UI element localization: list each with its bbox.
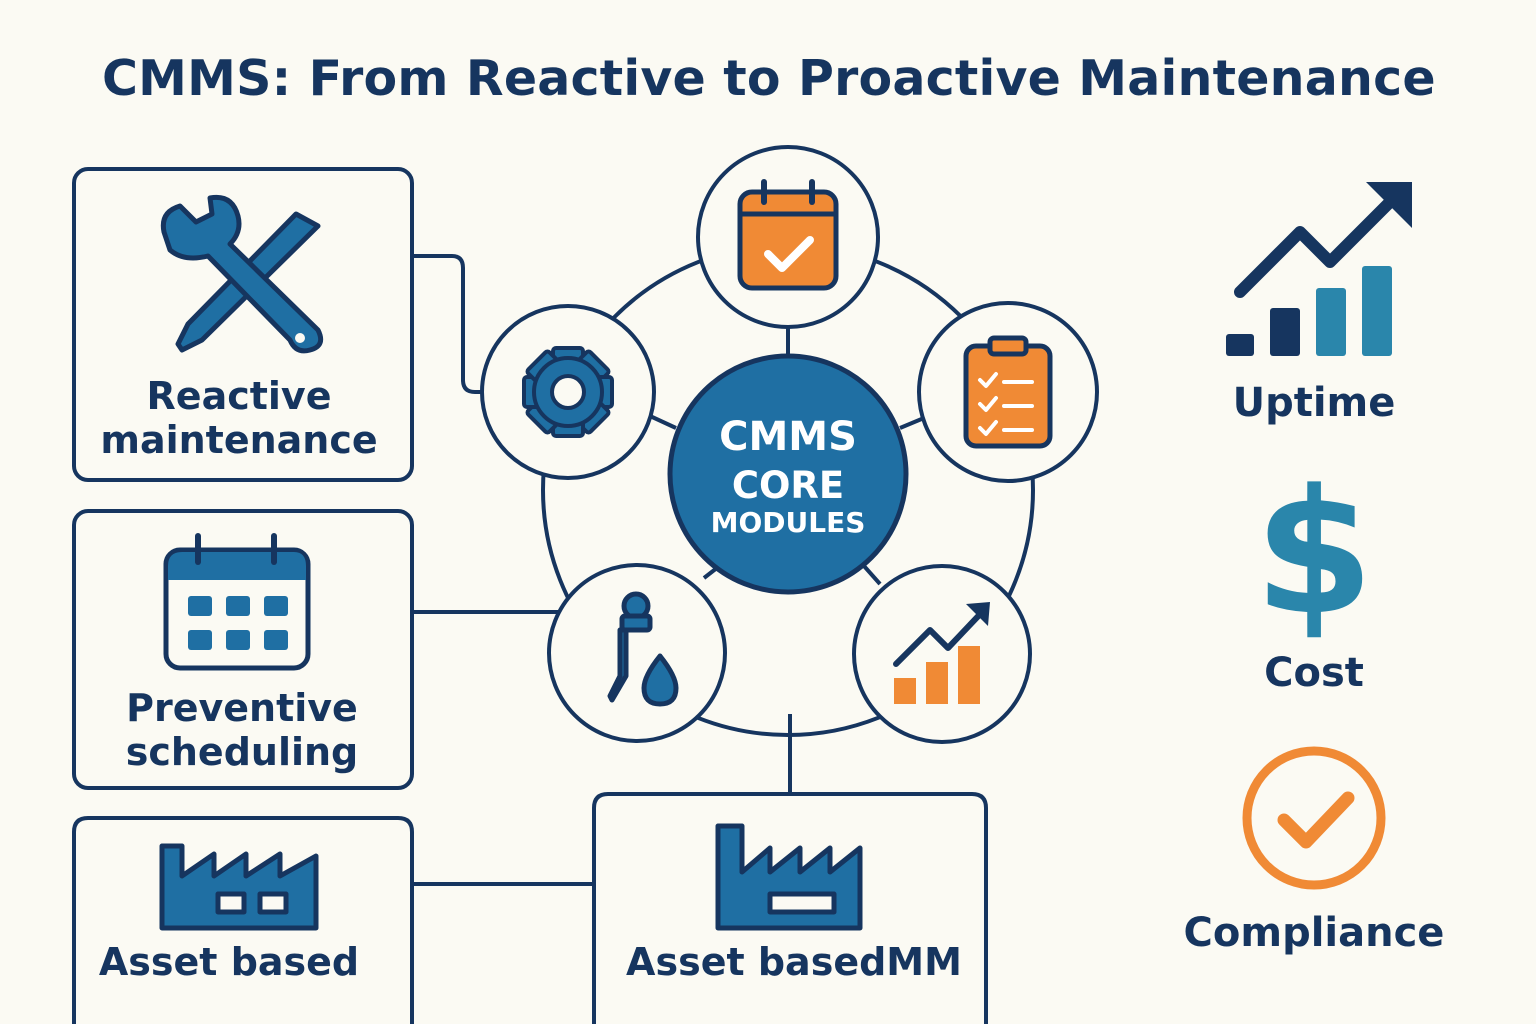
dollar-icon: $	[1254, 452, 1374, 653]
svg-text:$: $	[1254, 452, 1374, 653]
factory-icon	[715, 823, 863, 931]
box-preventive-label-line2: scheduling	[125, 730, 359, 774]
checklist-clipboard-icon	[963, 335, 1053, 449]
core-subtitle-2: MODULES	[710, 506, 866, 539]
calendar-check-icon	[737, 179, 839, 291]
oil-dropper-icon	[607, 591, 679, 707]
kpi-compliance-label: Compliance	[1183, 910, 1445, 956]
kpi-uptime-label: Uptime	[1232, 380, 1396, 426]
box-asset-label: Asset based	[98, 940, 360, 984]
core-subtitle-1: CORE	[731, 464, 845, 507]
wrench-screwdriver-icon	[160, 194, 324, 354]
connector-reactive	[412, 254, 485, 394]
factory-icon	[159, 843, 319, 931]
check-circle-icon	[1242, 746, 1386, 890]
box-preventive-label: Preventive scheduling	[74, 686, 410, 774]
box-reactive	[72, 167, 414, 482]
growth-chart-icon	[893, 602, 990, 704]
core-title: CMMS	[719, 414, 857, 460]
module-analytics	[852, 564, 1032, 744]
calendar-icon	[163, 533, 311, 671]
box-reactive-label-line2: maintenance	[100, 418, 378, 462]
page-title: CMMS: From Reactive to Proactive Mainten…	[102, 50, 1436, 107]
core-circle	[667, 353, 909, 595]
gear-icon	[522, 346, 614, 438]
box-reactive-label-line1: Reactive	[146, 374, 332, 418]
module-lubrication	[547, 563, 727, 743]
box-reactive-label: Reactive maintenance	[74, 374, 404, 462]
trend-up-icon	[1226, 182, 1412, 356]
kpi-cost-label: Cost	[1264, 650, 1364, 696]
box-asset-mm-label: Asset basedMM	[626, 940, 962, 984]
box-preventive-label-line1: Preventive	[126, 686, 358, 730]
